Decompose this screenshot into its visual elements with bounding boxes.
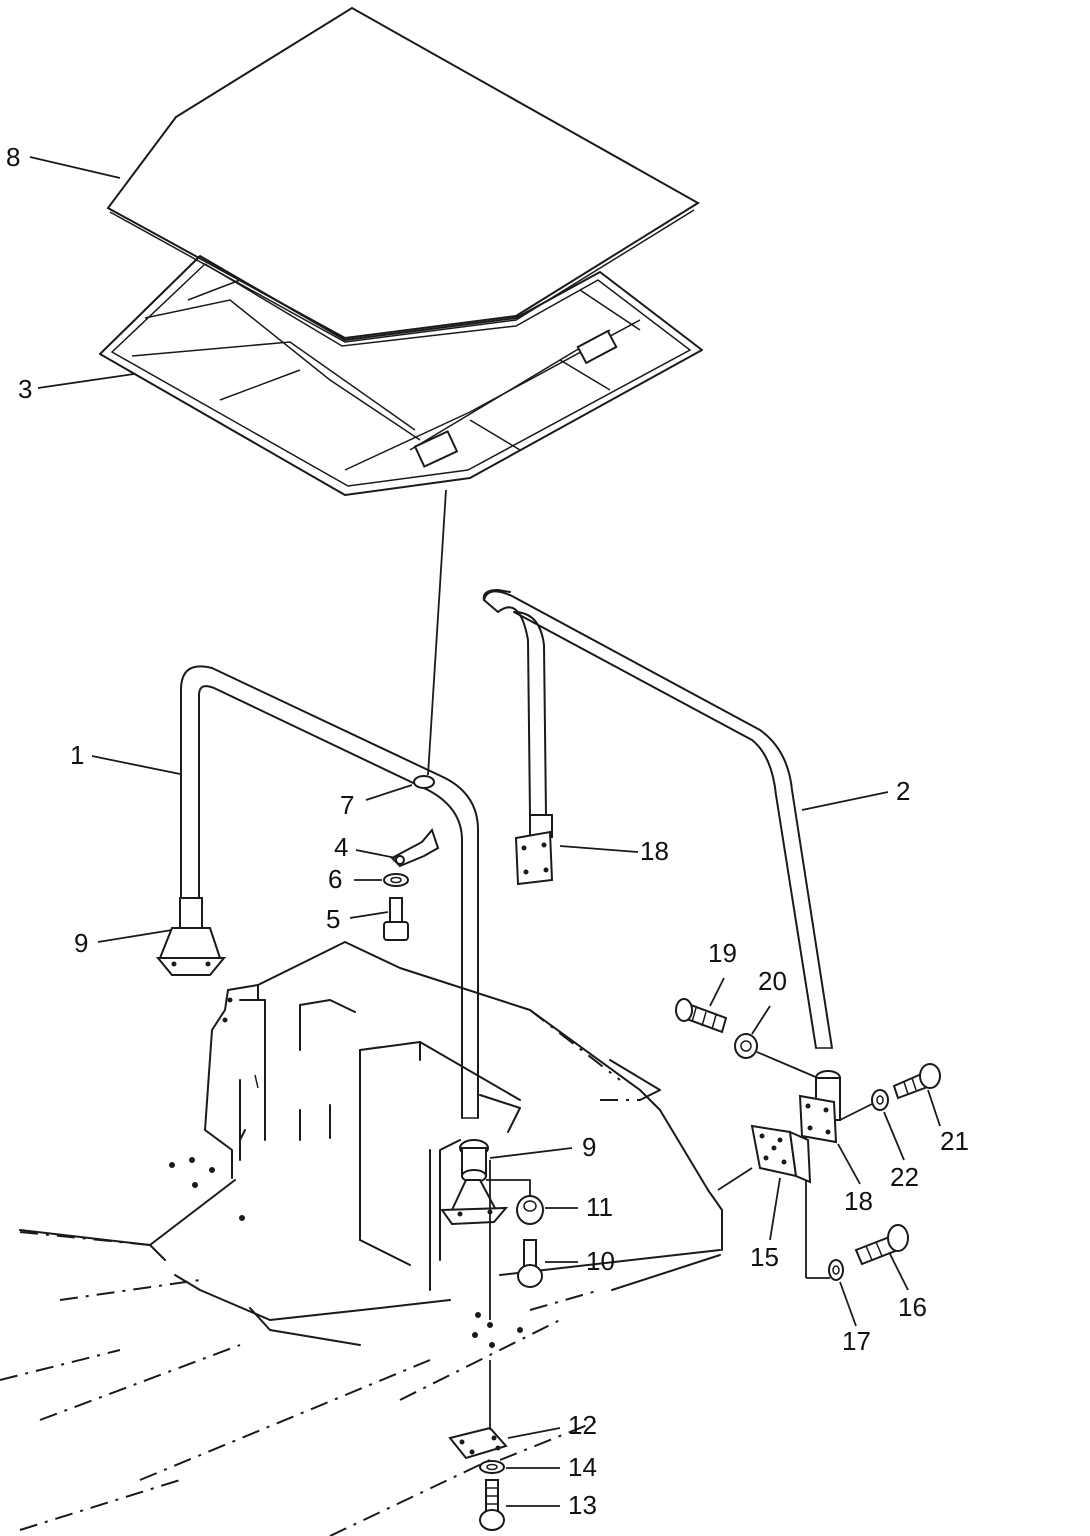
washer-part-17: [828, 1259, 844, 1281]
callout-21: 21: [940, 1126, 969, 1156]
callout-4: 4: [334, 832, 348, 862]
callout-16: 16: [898, 1292, 927, 1322]
callout-7: 7: [340, 790, 354, 820]
callout-3: 3: [18, 374, 32, 404]
callout-19: 19: [708, 938, 737, 968]
roll-bar-left: [180, 665, 479, 1119]
callout-15: 15: [750, 1242, 779, 1272]
callout-12: 12: [568, 1410, 597, 1440]
clamp-part-4: [390, 827, 440, 868]
callout-17: 17: [842, 1326, 871, 1356]
callout-5: 5: [326, 904, 340, 934]
callout-9-right: 9: [582, 1132, 596, 1162]
callout-18-upper: 18: [640, 836, 669, 866]
nut-part-11: [486, 1179, 544, 1225]
callout-14: 14: [568, 1452, 597, 1482]
hinge-assembly-lower: [798, 1070, 873, 1279]
frame-attach-line: [427, 489, 447, 776]
callout-6: 6: [328, 864, 342, 894]
washer-part-6: [383, 873, 409, 887]
bolt-part-13: [479, 1479, 505, 1531]
nut-part-20: [734, 1033, 758, 1059]
callout-13: 13: [568, 1490, 597, 1520]
bolt-part-19: [675, 998, 728, 1034]
roof-panel: [106, 6, 700, 343]
canopy-frame: [99, 255, 703, 496]
bolt-part-10: [517, 1239, 543, 1288]
callout-18-lower: 18: [844, 1186, 873, 1216]
bolt-part-5: [383, 897, 409, 941]
plate-part-12: [448, 1360, 508, 1460]
bolt-part-21: [892, 1063, 941, 1100]
callout-22: 22: [890, 1162, 919, 1192]
callout-11: 11: [586, 1192, 613, 1222]
machine-deck: [0, 941, 723, 1536]
washer-part-14: [479, 1460, 505, 1474]
leader-lines: [29, 156, 941, 1507]
callout-9-left: 9: [74, 928, 88, 958]
bolt-part-16: [854, 1224, 909, 1266]
hinge-plate-upper: [514, 814, 554, 886]
callout-2: 2: [896, 776, 910, 806]
bracket-right: [440, 1139, 509, 1320]
callout-20: 20: [758, 966, 787, 996]
callout-10: 10: [586, 1246, 615, 1276]
callout-labels: 8 3 1 7 4 6 5 9 18 2 19 20 21 22 18 9 11…: [6, 142, 969, 1520]
roll-bar-right: [482, 589, 833, 1049]
bracket-left: [155, 897, 227, 976]
callout-1: 1: [70, 740, 84, 770]
callout-8: 8: [6, 142, 20, 172]
washer-part-22: [871, 1089, 889, 1111]
hinge-plate-part-15: [717, 1124, 812, 1191]
